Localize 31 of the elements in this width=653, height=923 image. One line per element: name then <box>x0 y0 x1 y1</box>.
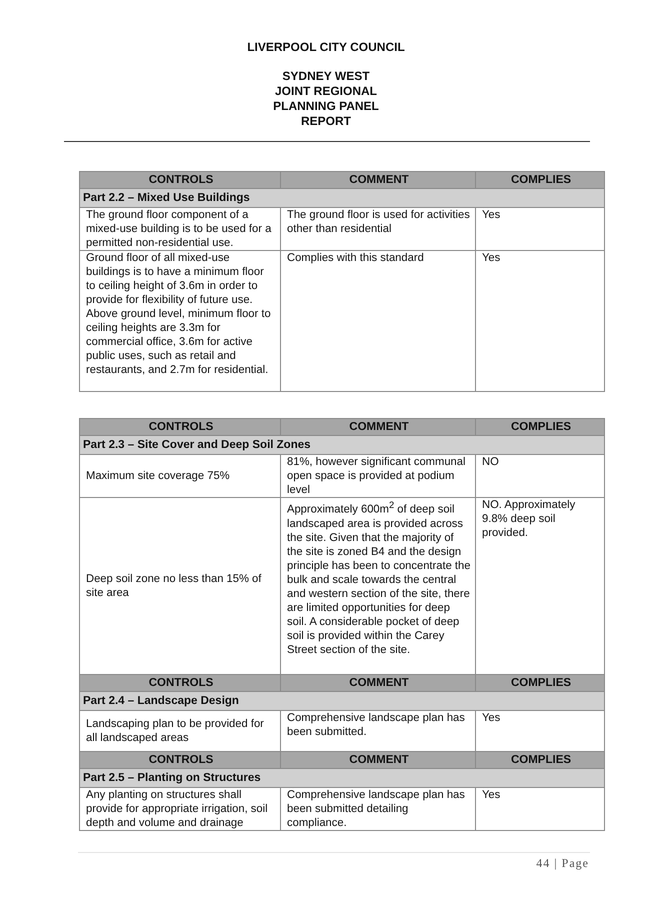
column-header: COMMENT <box>280 674 476 692</box>
table-cell: 81%, however significant communal open space is provided at podium level <box>280 454 476 498</box>
table-cell: NO <box>476 454 604 498</box>
column-header: COMPLIES <box>476 674 604 692</box>
table-cell: Yes <box>476 208 604 250</box>
section-heading: Part 2.3 – Site Cover and Deep Soil Zones <box>80 436 604 454</box>
column-header: COMPLIES <box>476 418 604 436</box>
column-header: COMMENT <box>280 752 476 768</box>
table-cell: The ground floor is used for activities other than residential <box>280 208 476 250</box>
heading: LIVERPOOL CITY COUNCIL <box>246 40 406 55</box>
page-number: 44 | Page <box>536 856 589 871</box>
table-cell: Ground floor of all mixed-use buildings is to have a minimum floor to ceiling height of 3.6m in order to provide for flexibility of future use. Above ground level, minimum floor to ceiling heights are 3.3m for commercial office, 3.6m for active public uses, such as retail and restaurants, and 2.7m for residential. <box>80 250 280 392</box>
column-header: COMMENT <box>280 418 476 436</box>
column-header: COMMENT <box>280 172 476 188</box>
column-header: CONTROLS <box>80 172 280 188</box>
column-header: CONTROLS <box>80 418 280 436</box>
column-header: CONTROLS <box>80 674 280 692</box>
column-header: COMPLIES <box>476 172 604 188</box>
table-cell: Maximum site coverage 75% <box>80 454 280 498</box>
table-cell: Any planting on structures shall provide for appropriate irrigation, soil depth and volume and drainage <box>80 788 280 830</box>
subheading: SYDNEY WEST JOINT REGIONAL PLANNING PANEL REPORT <box>272 69 380 129</box>
section-heading: Part 2.2 – Mixed Use Buildings <box>80 188 604 208</box>
table-cell: Yes <box>476 250 604 392</box>
table-cell: The ground floor component of a mixed-use building is to be used for a permitted non-residential use. <box>80 208 280 250</box>
table-cell: Comprehensive landscape plan has been submitted detailing compliance. <box>280 788 476 830</box>
section-heading: Part 2.4 – Landscape Design <box>80 692 604 710</box>
column-header: CONTROLS <box>80 752 280 768</box>
section-heading: Part 2.5 – Planting on Structures <box>80 768 604 788</box>
column-header: COMPLIES <box>476 752 604 768</box>
table-cell: Complies with this standard <box>280 250 476 392</box>
table-cell: Yes <box>476 788 604 830</box>
